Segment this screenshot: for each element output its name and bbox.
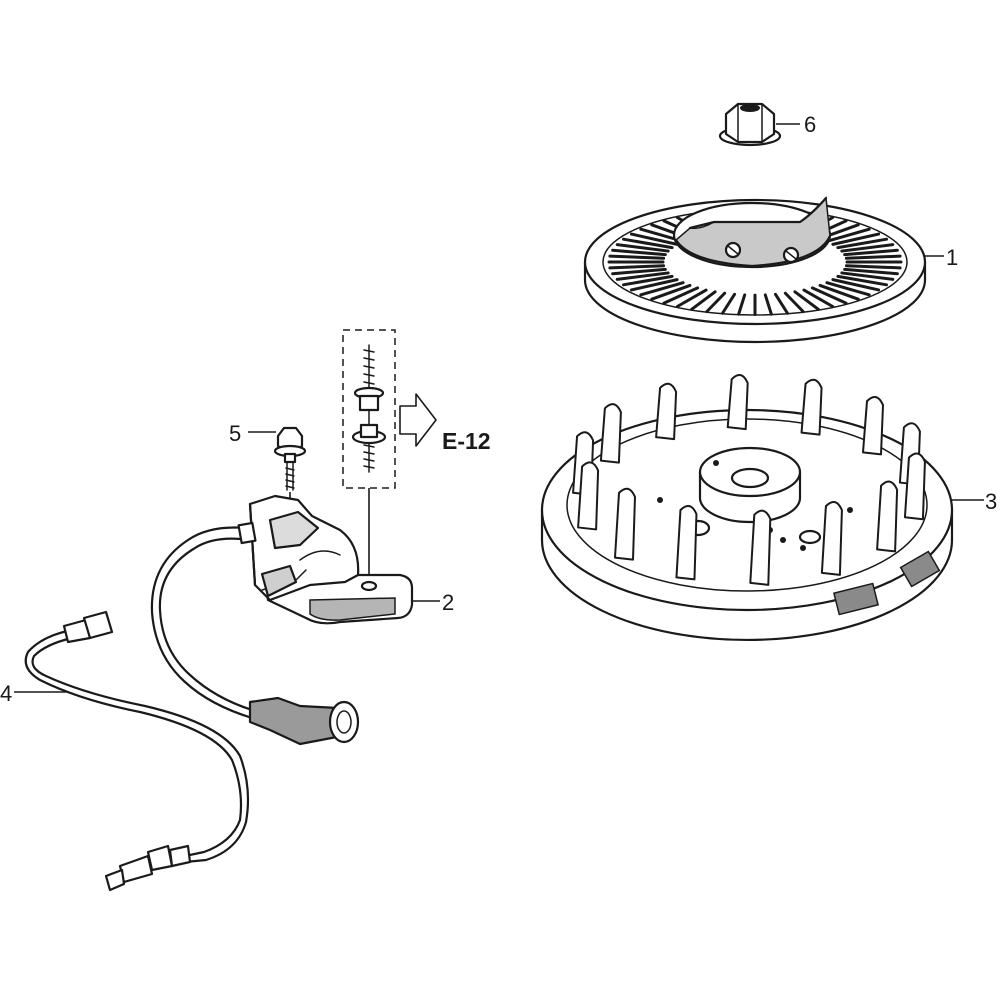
- callout-3: 3: [985, 489, 997, 514]
- flywheel-fin: [820, 501, 843, 576]
- fan-slot: [611, 248, 667, 257]
- fan-slot: [737, 293, 747, 316]
- ignition-coil-icon[interactable]: [248, 494, 414, 625]
- fan-slot: [621, 237, 674, 250]
- fan-slot: [615, 271, 670, 281]
- fan-slot: [836, 237, 889, 250]
- flange-bolt-icon[interactable]: [273, 426, 307, 491]
- fan-slot: [773, 292, 789, 315]
- fan-slot: [721, 292, 737, 315]
- flywheel-fin: [800, 378, 823, 436]
- fan-slot: [831, 232, 881, 246]
- fan-slot: [629, 278, 679, 292]
- fan-slot: [611, 267, 667, 276]
- fan-slot: [810, 286, 848, 305]
- flywheel-fin: [903, 452, 926, 521]
- fan-slot: [783, 291, 805, 314]
- flywheel-fin: [862, 395, 885, 456]
- callout-6: 6: [804, 112, 816, 137]
- fan-slot: [836, 274, 889, 287]
- fan-slot: [690, 290, 717, 311]
- flywheel-fin: [726, 374, 749, 431]
- fan-slot: [675, 288, 708, 309]
- fan-slot: [831, 278, 881, 292]
- flywheel-icon[interactable]: [540, 374, 954, 642]
- flywheel-fin: [876, 480, 899, 553]
- flywheel-fin: [655, 382, 678, 441]
- fan-slot: [608, 264, 666, 270]
- fan-slot: [825, 281, 871, 297]
- fan-slot: [840, 243, 895, 253]
- callout-4: 4: [0, 681, 12, 706]
- fan-slot: [802, 288, 835, 309]
- flywheel-fin: [613, 487, 636, 561]
- fan-slot: [843, 248, 899, 257]
- fan-slot: [818, 283, 860, 301]
- fan-slot: [844, 264, 902, 270]
- fan-slot: [840, 271, 895, 281]
- flywheel-fin: [675, 504, 698, 581]
- fan-slot: [629, 232, 679, 246]
- callout-5: 5: [229, 421, 241, 446]
- flywheel-fins: [572, 374, 926, 586]
- fan-slot: [763, 293, 773, 316]
- fan-slot: [615, 243, 670, 253]
- callout-1: 1: [946, 245, 958, 270]
- fan-slot: [825, 227, 871, 243]
- stud-reference-box: [342, 329, 396, 489]
- stop-switch-wire-icon[interactable]: [24, 610, 250, 892]
- fan-slot: [608, 254, 666, 260]
- right-arrow-icon: [399, 393, 437, 447]
- fan-slot: [705, 291, 727, 314]
- fan-slot: [793, 290, 820, 311]
- callout-2: 2: [442, 590, 454, 615]
- flywheel-fin: [599, 403, 622, 464]
- reference-label[interactable]: E-12: [442, 428, 491, 454]
- flywheel-fin: [577, 461, 600, 531]
- fan-slot: [844, 254, 902, 260]
- fan-slot: [650, 283, 692, 301]
- spark-plug-cap-icon[interactable]: [248, 696, 360, 746]
- flywheel-fin: [749, 509, 772, 586]
- fan-slot: [639, 281, 685, 297]
- fan-slot: [843, 267, 899, 276]
- fan-slot: [621, 274, 674, 287]
- fan-slot: [662, 286, 700, 305]
- flange-nut-icon[interactable]: [718, 102, 782, 147]
- high-tension-lead: [150, 521, 257, 720]
- cooling-fan-icon[interactable]: [583, 196, 927, 344]
